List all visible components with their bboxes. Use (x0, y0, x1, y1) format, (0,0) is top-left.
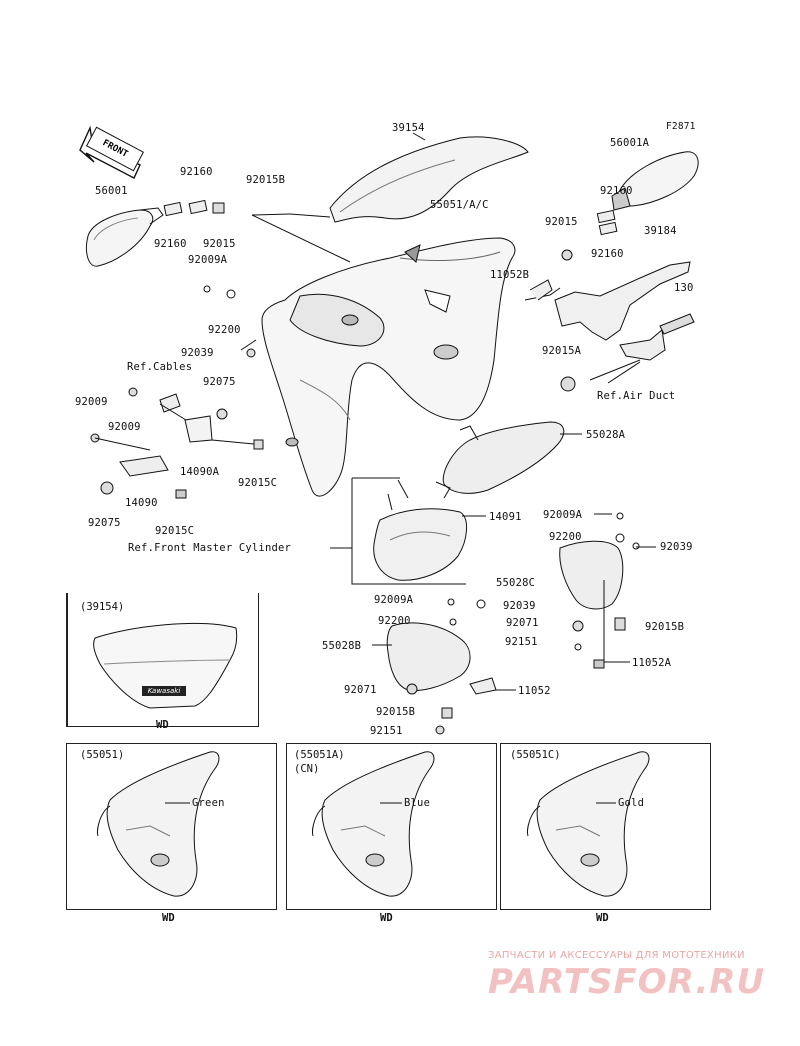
callout-55028C: 55028C (496, 577, 536, 589)
callout-92009: 92009 (75, 396, 108, 408)
callout-92200: 92200 (378, 615, 411, 627)
watermark-logo: PARTSFOR.RU (488, 962, 766, 1002)
callout-55051AC: 55051/A/C (430, 199, 489, 211)
inner-cover-14091 (373, 508, 467, 581)
variant-color-label: Gold (618, 797, 645, 809)
figure-code: F2871 (666, 121, 696, 132)
callout-92151: 92151 (505, 636, 538, 648)
callout-92015C: 92015C (155, 525, 195, 537)
lower-cover-55028B (386, 622, 471, 691)
variant-box-55051A (286, 743, 497, 910)
callout-92200: 92200 (549, 531, 582, 543)
left-mirror (85, 209, 154, 267)
callout-92015: 92015 (545, 216, 578, 228)
callout-92071: 92071 (344, 684, 377, 696)
callout-55028B: 55028B (322, 640, 362, 652)
variant-box-55051 (66, 743, 277, 910)
stay-bracket (554, 261, 691, 341)
windshield-inset-box (66, 593, 259, 727)
variant-color-label: Green (192, 797, 225, 809)
inner-duct (442, 421, 565, 494)
callout-56001: 56001 (95, 185, 128, 197)
callout-55028A: 55028A (586, 429, 626, 441)
variant-fairing-2 (312, 751, 435, 897)
callout-92015: 92015 (203, 238, 236, 250)
callout-14090A: 14090A (180, 466, 220, 478)
windshield-inset-title: (39154) (80, 601, 125, 613)
callout-11052B: 11052B (490, 269, 530, 281)
variant-fairing-1 (97, 751, 220, 897)
callout-92160: 92160 (154, 238, 187, 250)
callout-92151: 92151 (370, 725, 403, 737)
callout-ref-front-master-cylinder: Ref.Front Master Cylinder (128, 542, 292, 554)
callout-92009: 92009 (108, 421, 141, 433)
callout-92039: 92039 (503, 600, 536, 612)
variant-box-title: (55051C) (510, 749, 561, 761)
callout-56001A: 56001A (610, 137, 650, 149)
variant-box-subtitle: (CN) (294, 763, 320, 775)
callout-92015B: 92015B (246, 174, 286, 186)
variant-fairing-3 (527, 751, 650, 897)
callout-130: 130 (674, 282, 694, 294)
callout-92160: 92160 (600, 185, 633, 197)
callout-11052: 11052 (518, 685, 551, 697)
variant-market-code: WD (596, 912, 609, 924)
callout-ref-cables: Ref.Cables (127, 361, 193, 373)
windshield-part (329, 136, 529, 223)
callout-92160: 92160 (591, 248, 624, 260)
right-mirror (618, 151, 699, 207)
callout-92039: 92039 (660, 541, 693, 553)
callout-92071: 92071 (506, 617, 539, 629)
callout-92009A: 92009A (188, 254, 228, 266)
callout-92009A: 92009A (543, 509, 583, 521)
callout-ref-air-duct: Ref.Air Duct (597, 390, 676, 402)
callout-92075: 92075 (203, 376, 236, 388)
kawasaki-logo: Kawasaki (142, 686, 186, 696)
windshield-inset-right-edge (258, 593, 259, 727)
variant-color-label: Blue (404, 797, 431, 809)
callout-92160: 92160 (180, 166, 213, 178)
variant-box-55051C (500, 743, 711, 910)
variant-market-code: WD (380, 912, 393, 924)
variant-box-title: (55051A) (294, 749, 345, 761)
callout-92015B: 92015B (376, 706, 416, 718)
callout-92015C: 92015C (238, 477, 278, 489)
callout-92015B: 92015B (645, 621, 685, 633)
callout-92075: 92075 (88, 517, 121, 529)
callout-11052A: 11052A (632, 657, 672, 669)
callout-92015A: 92015A (542, 345, 582, 357)
windshield-market-code: WD (156, 719, 169, 731)
lower-cover-55028C (559, 540, 624, 610)
variant-market-code: WD (162, 912, 175, 924)
callout-14091: 14091 (489, 511, 522, 523)
watermark-tagline: ЗАПЧАСТИ И АКСЕССУАРЫ ДЛЯ МОТОТЕХНИКИ (488, 950, 745, 961)
callout-92039: 92039 (181, 347, 214, 359)
callout-14090: 14090 (125, 497, 158, 509)
variant-box-title: (55051) (80, 749, 125, 761)
callout-92200: 92200 (208, 324, 241, 336)
callout-92009A: 92009A (374, 594, 414, 606)
callout-39154: 39154 (392, 122, 425, 134)
callout-39184: 39184 (644, 225, 677, 237)
